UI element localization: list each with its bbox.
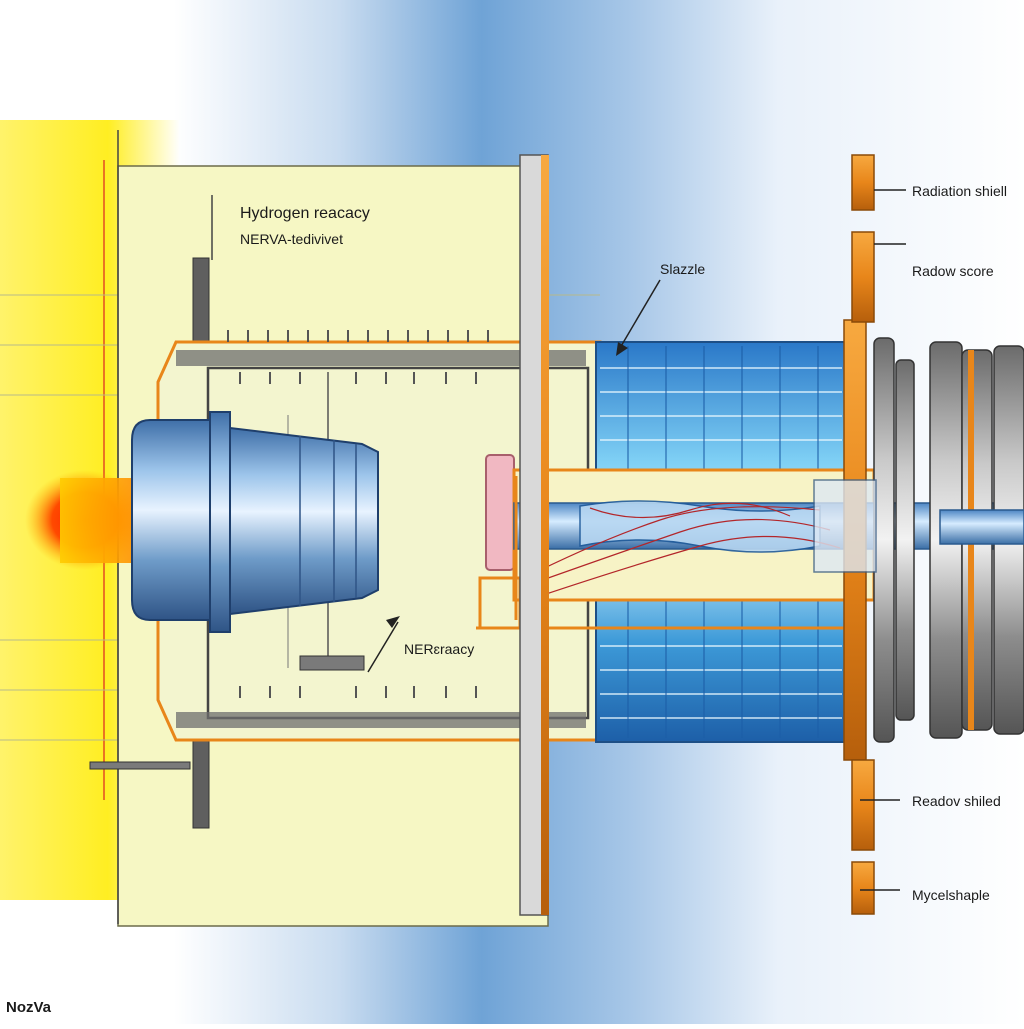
flange-plates: [519, 154, 875, 916]
rear-outlet-pipe: [939, 509, 1024, 545]
nozzle-ring: [209, 411, 231, 633]
rear-shield-plate-bottom: [851, 861, 875, 915]
bracket-arm: [89, 761, 191, 770]
rear-shield-plate-upper: [851, 231, 875, 323]
rear-shield-plate-top: [851, 154, 875, 211]
casing-top-bar: [176, 350, 586, 366]
nozzle-cone: [229, 426, 379, 616]
label-readov-shield: Readov shiled: [912, 793, 1001, 809]
reactor-core: [476, 341, 995, 743]
outlet-valve-box: [813, 479, 877, 573]
label-nozzle: Slazzle: [660, 261, 705, 277]
rib-ticks-top: [227, 330, 489, 342]
fuel-element-weave: [519, 502, 841, 597]
casing-bottom-bar: [176, 712, 586, 728]
rear-shield-stack: [813, 337, 1024, 743]
rib-ticks-inner-bottom: [239, 686, 477, 698]
diagram-subtitle: NERVA-tedivivet: [240, 231, 343, 247]
label-radiation-shield: Radiation shiell: [912, 183, 1007, 199]
shield-disc-2: [895, 359, 915, 721]
rib-ticks-inner-top: [239, 372, 477, 384]
shield-disc-1: [873, 337, 895, 743]
label-reactor: NERɛraacy: [404, 641, 474, 657]
leader-lines: [367, 189, 906, 891]
core-stripes: [600, 367, 842, 719]
label-radow-score: Radow score: [912, 263, 994, 279]
reactor-arrow-head: [386, 616, 400, 628]
nozzle-arrow-head: [616, 342, 628, 356]
rear-shield-plate-lower: [851, 759, 875, 851]
nozzle-assembly: [131, 411, 379, 633]
reactor-spacer-plate: [299, 655, 365, 671]
label-mycel-shaple: Mycelshaple: [912, 887, 990, 903]
corner-mark: NozVa: [6, 999, 52, 1016]
injector-ring: [485, 454, 515, 571]
diagram-title: Hydrogen reacacy: [240, 205, 370, 222]
nozzle-flange: [131, 419, 211, 621]
